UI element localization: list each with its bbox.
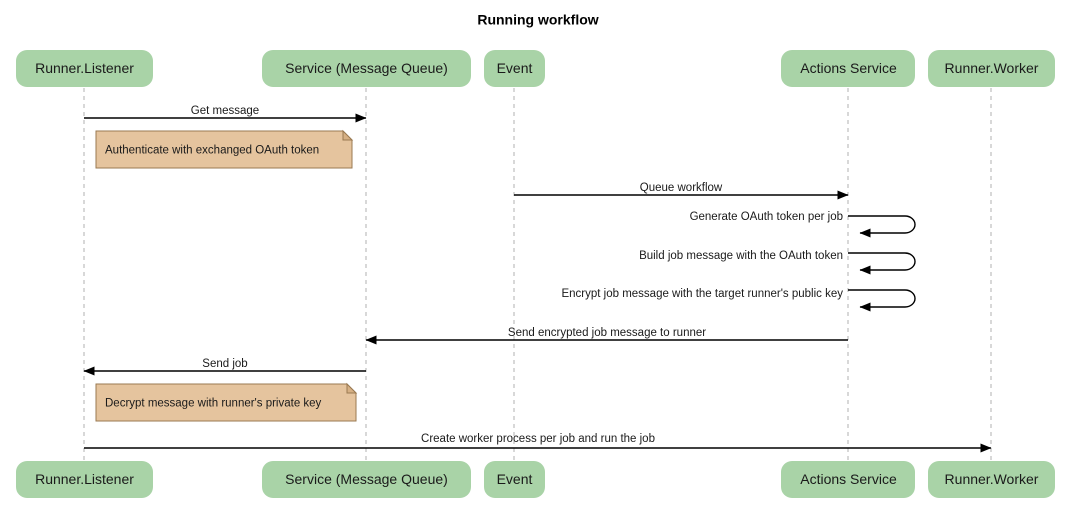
actor-label: Event <box>497 60 533 76</box>
actor-label: Runner.Worker <box>945 471 1039 487</box>
message-label: Send job <box>202 358 247 370</box>
self-message-arrow[interactable] <box>848 252 916 275</box>
note-shape[interactable] <box>95 383 357 422</box>
actor-headers-bottom: Runner.Listener Service (Message Queue) … <box>16 461 1055 498</box>
actor-label: Runner.Worker <box>945 60 1039 76</box>
actor-box[interactable] <box>781 50 915 87</box>
message-send-encrypted-job-message-to-runner[interactable]: Send encrypted job message to runner <box>365 327 848 345</box>
actor-headers-top: Runner.Listener Service (Message Queue) … <box>16 50 1055 87</box>
actor-foot-event[interactable]: Event <box>484 461 545 498</box>
note-shape[interactable] <box>95 130 353 169</box>
message-label: Encrypt job message with the target runn… <box>561 288 843 300</box>
notes-group: Authenticate with exchanged OAuth token … <box>95 129 358 422</box>
message-label: Send encrypted job message to runner <box>508 327 706 339</box>
message-create-worker-process-per-job-and-run-the-job[interactable]: Create worker process per job and run th… <box>84 433 992 453</box>
note-label: Decrypt message with runner's private ke… <box>105 398 322 410</box>
self-message-arrow[interactable] <box>848 289 916 312</box>
actor-box[interactable] <box>484 50 545 87</box>
actor-label: Service (Message Queue) <box>285 60 448 76</box>
actor-label: Service (Message Queue) <box>285 471 448 487</box>
actor-box[interactable] <box>262 461 471 498</box>
note-authenticate[interactable]: Authenticate with exchanged OAuth token <box>95 129 354 169</box>
actor-label: Runner.Listener <box>35 60 134 76</box>
actor-foot-runner-listener[interactable]: Runner.Listener <box>16 461 153 498</box>
actor-foot-runner-worker[interactable]: Runner.Worker <box>928 461 1055 498</box>
note-fold-icon <box>346 382 358 394</box>
actor-foot-service-message-queue[interactable]: Service (Message Queue) <box>262 461 471 498</box>
message-label: Create worker process per job and run th… <box>421 433 655 445</box>
actor-head-event[interactable]: Event <box>484 50 545 87</box>
message-label: Generate OAuth token per job <box>690 211 843 223</box>
actor-box[interactable] <box>781 461 915 498</box>
actor-box[interactable] <box>928 50 1055 87</box>
actor-label: Runner.Listener <box>35 471 134 487</box>
actor-box[interactable] <box>16 461 153 498</box>
message-label: Build job message with the OAuth token <box>639 250 843 262</box>
lifelines-group <box>83 88 992 461</box>
message-queue-workflow[interactable]: Queue workflow <box>514 182 849 200</box>
actor-head-service-message-queue[interactable]: Service (Message Queue) <box>262 50 471 87</box>
actor-box[interactable] <box>262 50 471 87</box>
actor-label: Actions Service <box>800 471 897 487</box>
page-title: Running workflow <box>477 12 598 28</box>
actor-label: Event <box>497 471 533 487</box>
message-build-job-message-with-the-oauth-token[interactable]: Build job message with the OAuth token <box>639 250 916 275</box>
message-generate-oauth-token-per-job[interactable]: Generate OAuth token per job <box>690 211 916 238</box>
actor-head-actions-service[interactable]: Actions Service <box>781 50 915 87</box>
actor-box[interactable] <box>16 50 153 87</box>
message-label: Get message <box>191 105 259 117</box>
actor-foot-actions-service[interactable]: Actions Service <box>781 461 915 498</box>
actor-head-runner-listener[interactable]: Runner.Listener <box>16 50 153 87</box>
message-encrypt-job-message-with-the-target-runners-public-key[interactable]: Encrypt job message with the target runn… <box>561 288 916 312</box>
note-label: Authenticate with exchanged OAuth token <box>105 145 319 157</box>
actor-label: Actions Service <box>800 60 897 76</box>
message-send-job[interactable]: Send job <box>83 358 366 376</box>
actor-box[interactable] <box>928 461 1055 498</box>
actor-box[interactable] <box>484 461 545 498</box>
message-label: Queue workflow <box>640 182 723 194</box>
message-get-message[interactable]: Get message <box>84 105 367 123</box>
note-fold-icon <box>342 129 354 141</box>
self-message-arrow[interactable] <box>848 215 916 238</box>
actor-head-runner-worker[interactable]: Runner.Worker <box>928 50 1055 87</box>
messages-group: Get message Queue workflow Generate OAut… <box>83 105 992 453</box>
note-decrypt[interactable]: Decrypt message with runner's private ke… <box>95 382 358 422</box>
